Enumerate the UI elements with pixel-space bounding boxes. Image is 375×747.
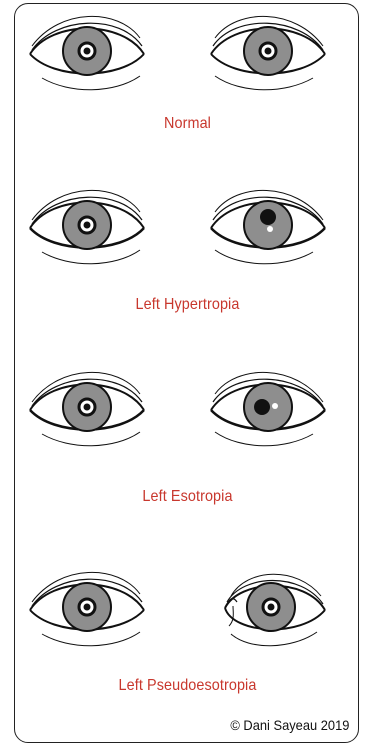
caption-normal: Normal [19, 115, 357, 133]
esotropia-right-eye [22, 362, 152, 452]
pseudoesotropia-left-eye [203, 562, 333, 652]
caption-pseudoesotropia: Left Pseudoesotropia [19, 677, 357, 695]
esotropia-left-eye [203, 362, 333, 452]
eye-icon [203, 362, 333, 452]
hypertropia-right-eye [22, 180, 152, 270]
eye-icon [22, 180, 152, 270]
pseudoesotropia-right-eye [22, 562, 152, 652]
normal-right-eye [22, 6, 152, 96]
caption-hypertropia: Left Hypertropia [19, 296, 357, 314]
eye-icon [22, 6, 152, 96]
eye-icon [22, 562, 152, 652]
eye-icon [203, 180, 333, 270]
caption-esotropia: Left Esotropia [19, 488, 357, 506]
normal-left-eye [203, 6, 333, 96]
eye-icon [22, 362, 152, 452]
copyright-text: © Dani Sayeau 2019 [230, 717, 349, 733]
eye-icon [203, 562, 333, 652]
hypertropia-left-eye [203, 180, 333, 270]
eye-icon [203, 6, 333, 96]
